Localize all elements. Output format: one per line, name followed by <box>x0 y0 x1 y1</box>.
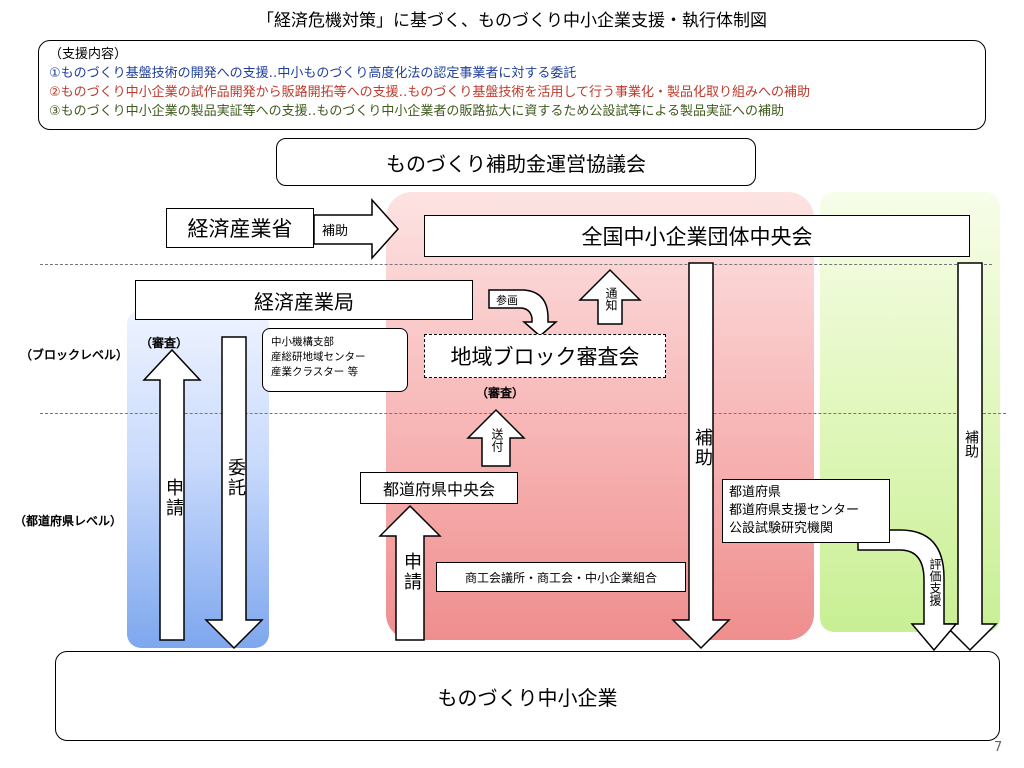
economy-bureau-box: 経済産業局 <box>135 280 473 320</box>
shinsei-up-arrow <box>142 348 202 641</box>
subsidy-council-box: ものづくり補助金運営協議会 <box>276 138 756 186</box>
sankaku-label: 参画 <box>496 294 518 307</box>
sankaku-curved-arrow <box>488 289 558 337</box>
regional-review-box: 地域ブロック審査会 <box>424 334 666 378</box>
support-header: （支援内容） <box>49 47 128 62</box>
block-level-label: （ブロックレベル） <box>20 348 129 362</box>
level-divider-bottom <box>40 413 1006 414</box>
hojo-arrow-label: 補助 <box>322 224 349 239</box>
shinsa-mid-label: （審査） <box>476 386 525 400</box>
support-line-1: ①ものづくり基盤技術の開発への支援‥中小ものづくり高度化法の認定事業者に対する委… <box>49 66 577 81</box>
soufu-label: 送付 <box>490 428 504 452</box>
tsuchi-label: 通知 <box>604 287 618 311</box>
page-title: 「経済危機対策」に基づく、ものづくり中小企業支援・執行体制図 <box>257 11 767 31</box>
support-agencies-box: 中小機構支部 産総研地域センター 産業クラスター 等 <box>262 328 408 392</box>
hojo-down-arrow <box>671 262 731 650</box>
prefecture-central-box: 都道府県中央会 <box>360 472 518 504</box>
central-association-box: 全国中小企業団体中央会 <box>424 215 970 257</box>
meti-box: 経済産業省 <box>166 208 314 248</box>
level-divider-top <box>40 264 992 265</box>
support-line-3: ③ものづくり中小企業の製品実証等への支援‥ものづくり中小企業者の販路拡大に資する… <box>49 104 784 119</box>
soufu-up-arrow <box>466 408 526 467</box>
hyouka-label: 評価支援 <box>928 558 942 606</box>
hyouka-curved-arrow <box>857 529 958 652</box>
shinsei2-label: 申請 <box>401 552 422 592</box>
page-number: 7 <box>994 740 1003 755</box>
prefgroup-item: 公設試験研究機関 <box>729 521 834 536</box>
agency-item: 産業クラスター 等 <box>271 366 359 378</box>
associations-box: 商工会議所・商工会・中小企業組合 <box>436 562 686 592</box>
shinsei2-up-arrow <box>378 504 442 641</box>
sme-firms-box: ものづくり中小企業 <box>55 651 1000 741</box>
prefgroup-item: 都道府県支援センター <box>729 503 860 518</box>
support-contents-box: （支援内容） ①ものづくり基盤技術の開発への支援‥中小ものづくり高度化法の認定事… <box>38 40 986 130</box>
itaku-label: 委託 <box>225 458 246 498</box>
shinsei-label: 申請 <box>163 478 184 518</box>
hojo-right-label: 補助 <box>963 430 979 458</box>
shinsa-left-label: （審査） <box>140 336 189 350</box>
prefgroup-item: 都道府県 <box>729 485 782 500</box>
itaku-down-arrow <box>204 336 264 650</box>
agency-item: 産総研地域センター <box>271 351 366 363</box>
hojo-vertical-label: 補助 <box>692 428 713 468</box>
agency-item: 中小機構支部 <box>271 336 334 348</box>
support-line-2: ②ものづくり中小企業の試作品開発から販路開拓等への支援‥ものづくり基盤技術を活用… <box>49 85 810 100</box>
hojo-right-arrow <box>313 198 400 260</box>
tsuchi-up-arrow <box>578 268 642 325</box>
prefecture-group-box: 都道府県 都道府県支援センター 公設試験研究機関 <box>722 479 890 543</box>
pref-level-label: （都道府県レベル） <box>14 514 123 528</box>
